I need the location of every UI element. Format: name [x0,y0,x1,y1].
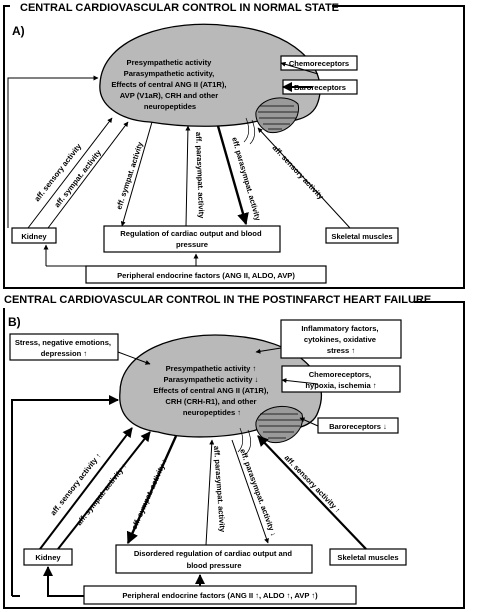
kidney-box-b [23,548,73,566]
regulation-label-a: Regulation of cardiac output and blood p… [120,229,263,249]
label-eff-parasympat-b: eff. parasympat. activity ↓ [238,448,278,538]
inflammatory-label-b: Inflammatory factors, cytokines, oxidati… [301,324,380,355]
skeletal-muscles-box-b [329,548,407,566]
skeletal-muscles-label-b: Skeletal muscles [337,553,398,562]
baroreceptors-label-b: Baroreceptors ↓ [329,422,387,431]
regulation-box-b [115,544,313,574]
panel-b: CENTRAL CARDIOVASCULAR CONTROL IN THE PO… [2,292,465,609]
chemoreceptors-box-b [281,365,401,393]
panel-b-title: CENTRAL CARDIOVASCULAR CONTROL IN THE PO… [4,294,431,306]
kidney-label-b: Kidney [35,553,61,562]
cerebellum-a [255,97,300,134]
stress-label-b: Stress, negative emotions, depression ↑ [15,338,113,358]
arrow-aff-parasympat-b [205,439,215,546]
chemoreceptors-label-a: Chemoreceptors [289,59,349,68]
cerebellum-b [255,405,304,444]
arrow-aff-sympat-b [57,431,151,550]
regulation-box-a [103,225,281,253]
arrow-eff-parasympat-a [216,125,249,226]
arrow-eff-parasympat-b [231,439,269,544]
label-eff-sympat-b: eff. sympat. activity ↑ [130,457,169,530]
panel-b-label: B) [8,315,21,329]
peripheral-label-b: Peripheral endocrine factors (ANG II ↑, … [122,591,318,600]
brain-b [119,334,323,455]
brain-b-text: Presympathetic activity ↑ Parasympatheti… [153,364,270,417]
skeletal-muscles-box-a [325,227,399,244]
panel-a-label: A) [12,24,25,38]
label-eff-parasympat-a: eff. parasympat. activity [230,136,263,222]
label-aff-sensory-right-a: aff. sensory activity [271,143,326,202]
brain-a-text: Presympathetic activity Parasympathetic … [111,58,228,111]
skeletal-muscles-label-a: Skeletal muscles [331,232,392,241]
panel-a-title: CENTRAL CARDIOVASCULAR CONTROL IN NORMAL… [20,2,339,14]
kidney-box-a [11,227,57,244]
chemoreceptors-label-b: Chemoreceptors, hypoxia, ischemia ↑ [305,370,376,390]
arrows-a [7,61,351,267]
peripheral-box-a [85,265,327,284]
arrow-eff-sympat-b [126,435,178,545]
brain-a [99,23,321,145]
arrow-aff-sensory-right-a [257,127,351,229]
kidney-label-a: Kidney [21,232,47,241]
arrow-aff-sensory-b [39,427,133,550]
inflammatory-box-b [280,319,402,359]
label-aff-sympat-a: aff. sympat. activity [52,148,103,210]
arrow-aff-parasympat-a [185,125,191,227]
arrow-aff-sensory-a [27,117,113,229]
arrow-aff-sensory-right-b [257,435,367,550]
panel-a: CENTRAL CARDIOVASCULAR CONTROL IN NORMAL… [3,0,465,289]
arrows-b [11,347,367,597]
peripheral-label-a: Peripheral endocrine factors (ANG II, AL… [117,271,295,280]
label-aff-sensory-right-b: aff. sensory activity ↑ [283,453,343,515]
arrow-eff-sympat-a [120,121,153,227]
baroreceptors-label-a: Baroreceptors [294,83,346,92]
arrow-aff-sympat-a [47,121,129,229]
label-aff-parasympat-a: aff. parasympat. activity [194,132,206,220]
stress-box-b [9,333,119,361]
label-aff-parasympat-b: aff. parasympat. activity [212,446,227,534]
regulation-label-b: Disordered regulation of cardiac output … [134,549,294,570]
